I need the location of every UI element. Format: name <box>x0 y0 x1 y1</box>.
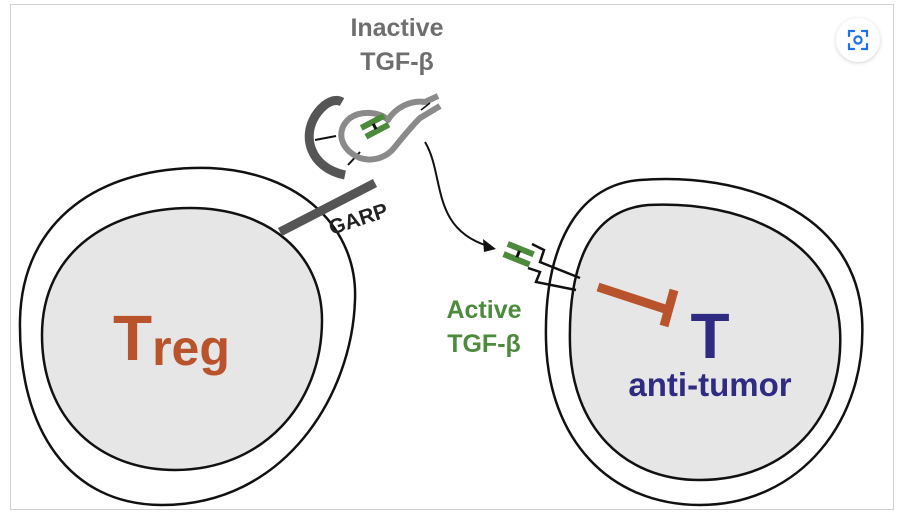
t-cell-label-subtitle: anti-tumor <box>628 366 791 403</box>
tgf-beta-receptor <box>527 242 581 292</box>
inactive-tgf-beta-dimer <box>359 113 391 140</box>
active-label-line2: TGF-β <box>447 330 521 358</box>
t-cell <box>544 177 864 507</box>
treg-label-letter: T <box>113 302 152 374</box>
treg-label-subscript: reg <box>152 320 230 376</box>
garp-linker-1 <box>314 135 337 141</box>
latent-tgf-beta-complex <box>338 93 442 163</box>
t-cell-label-letter: T <box>690 300 729 372</box>
google-lens-button[interactable] <box>836 18 880 62</box>
google-lens-icon <box>847 29 869 51</box>
latency-associated-peptide <box>338 93 442 163</box>
inactive-label-line1: Inactive <box>350 14 443 42</box>
active-tgf-beta-receptor <box>502 241 581 292</box>
active-tgf-beta-dimer <box>502 241 535 268</box>
active-label-line1: Active <box>446 296 521 324</box>
garp-hook <box>304 95 347 180</box>
treg-nucleus <box>40 206 324 472</box>
inhibition-arrow <box>596 282 679 328</box>
treg-cell <box>18 166 357 507</box>
treg-label: Treg <box>113 302 230 376</box>
latency-associated-peptide-inner <box>420 102 431 111</box>
garp-stem <box>277 179 378 236</box>
inactive-label-line2: TGF-β <box>360 48 434 76</box>
activation-arrow <box>424 141 496 252</box>
